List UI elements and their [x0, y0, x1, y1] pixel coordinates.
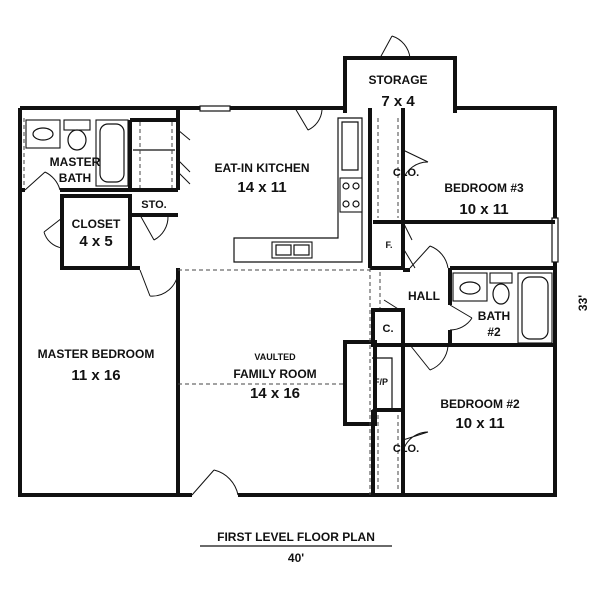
- bedroom2-name: BEDROOM #2: [440, 397, 520, 411]
- closet-name: CLOSET: [72, 217, 121, 231]
- sto-name: STO.: [141, 199, 166, 211]
- dashed-lines: [23, 118, 399, 495]
- bath2-fixtures: [452, 272, 553, 344]
- storage-size: 7 x 4: [381, 93, 415, 110]
- c-name: C.: [383, 323, 394, 335]
- family-room-name-1: VAULTED: [254, 352, 296, 362]
- family-room-size: 14 x 16: [250, 385, 300, 402]
- fp-name: F/P: [374, 377, 388, 387]
- master-bath-name-1: MASTER: [50, 155, 101, 169]
- kitchen-counters: [233, 117, 363, 263]
- room-labels: STORAGE 7 x 4 MASTER BATH STO. CLOSET 4 …: [38, 73, 524, 455]
- master-vanity: [25, 119, 61, 149]
- depth-dimension: 33': [576, 295, 590, 311]
- plan-title: FIRST LEVEL FLOOR PLAN: [217, 530, 375, 544]
- plan-caption: FIRST LEVEL FLOOR PLAN 40' 33': [200, 295, 590, 565]
- family-room-name-2: FAMILY ROOM: [233, 367, 316, 381]
- bath2-name-2: #2: [487, 325, 501, 339]
- bath2-tub: [517, 272, 553, 344]
- bedroom3-name: BEDROOM #3: [444, 181, 524, 195]
- kitchen-sink: [271, 241, 313, 259]
- clo-bottom-name: CLO.: [393, 443, 419, 455]
- range-stove: [339, 177, 363, 213]
- bedroom3-size: 10 x 11: [459, 201, 508, 218]
- clo-top-name: CLO.: [393, 167, 419, 179]
- master-bath-name-2: BATH: [59, 171, 91, 185]
- bath2-vanity: [452, 272, 488, 302]
- closet-size: 4 x 5: [79, 233, 112, 250]
- width-dimension: 40': [288, 551, 304, 565]
- exterior-walls: [18, 56, 559, 497]
- master-bath-fixtures: [25, 119, 129, 187]
- kitchen-size: 14 x 11: [237, 179, 286, 196]
- kitchen-name: EAT-IN KITCHEN: [214, 161, 309, 175]
- f-name: F.: [385, 240, 392, 250]
- master-toilet: [63, 119, 91, 131]
- hall-name: HALL: [408, 289, 440, 303]
- doors: [24, 35, 473, 496]
- bath2-toilet: [489, 272, 513, 284]
- master-tub: [95, 119, 129, 187]
- master-bedroom-size: 11 x 16: [71, 367, 120, 384]
- master-bedroom-name: MASTER BEDROOM: [38, 347, 155, 361]
- bedroom2-size: 10 x 11: [455, 415, 504, 432]
- storage-name: STORAGE: [368, 73, 427, 87]
- bath2-name-1: BATH: [478, 309, 510, 323]
- interior-walls: [20, 108, 555, 495]
